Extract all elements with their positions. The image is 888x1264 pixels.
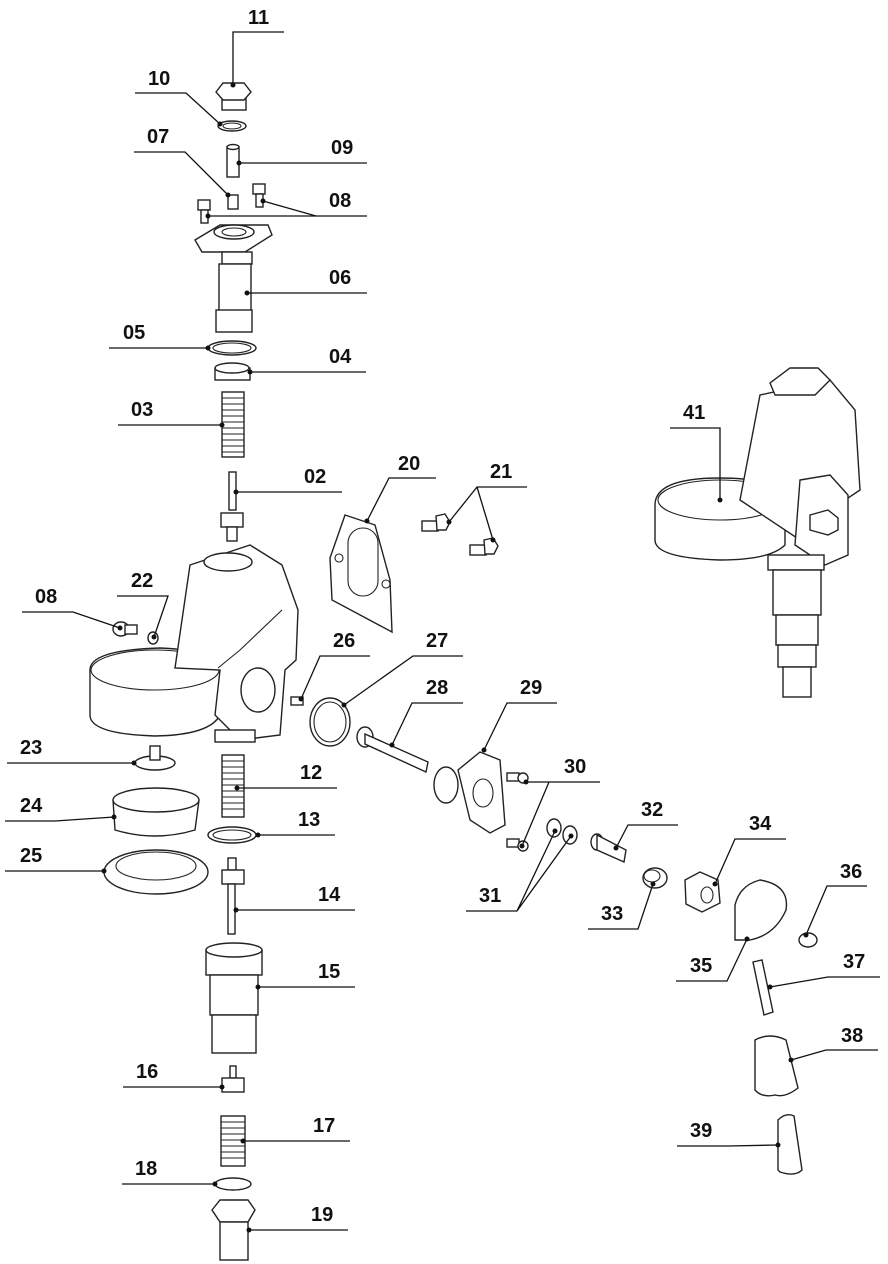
part-39-tip bbox=[777, 1113, 803, 1175]
part-02-stem bbox=[220, 471, 244, 542]
part-38-collet bbox=[754, 1035, 799, 1097]
part-12-spring bbox=[221, 754, 245, 818]
label-38: 38 bbox=[841, 1025, 863, 1047]
label-31: 31 bbox=[479, 885, 501, 907]
part-main-housing bbox=[89, 544, 299, 743]
part-08-bolt-left bbox=[112, 621, 138, 637]
label-24: 24 bbox=[20, 795, 43, 817]
label-21: 21 bbox=[490, 461, 512, 483]
part-20-gasket bbox=[329, 514, 393, 634]
part-14-stem bbox=[221, 857, 245, 935]
part-37-pin bbox=[752, 959, 774, 1016]
part-06-flange-body bbox=[194, 224, 273, 333]
label-34: 34 bbox=[749, 813, 772, 835]
part-36-cap-nut bbox=[798, 932, 818, 948]
label-09: 09 bbox=[331, 137, 353, 159]
label-23: 23 bbox=[20, 737, 42, 759]
label-04: 04 bbox=[329, 346, 352, 368]
part-15-sleeve bbox=[205, 942, 263, 1054]
label-39: 39 bbox=[690, 1120, 712, 1142]
label-27: 27 bbox=[426, 630, 448, 652]
label-03: 03 bbox=[131, 399, 153, 421]
label-19: 19 bbox=[311, 1204, 333, 1226]
label-17: 17 bbox=[313, 1115, 335, 1137]
part-24-cup bbox=[112, 787, 200, 837]
part-03-spring bbox=[221, 391, 245, 458]
label-16: 16 bbox=[136, 1061, 158, 1083]
label-32: 32 bbox=[641, 799, 663, 821]
label-41: 41 bbox=[683, 402, 705, 424]
label-20: 20 bbox=[398, 453, 420, 475]
part-35-cam bbox=[734, 879, 788, 941]
label-08-top: 08 bbox=[329, 190, 351, 212]
label-07: 07 bbox=[147, 126, 169, 148]
part-34-nut bbox=[684, 871, 721, 913]
label-25: 25 bbox=[20, 845, 42, 867]
label-12: 12 bbox=[300, 762, 322, 784]
label-30: 30 bbox=[564, 756, 586, 778]
label-33: 33 bbox=[601, 903, 623, 925]
part-09-pin bbox=[226, 143, 240, 178]
leader-lines bbox=[5, 31, 880, 1233]
part-31-washers bbox=[546, 818, 578, 845]
part-27-o-ring bbox=[309, 697, 351, 747]
part-13-washer bbox=[207, 826, 257, 844]
part-drawings bbox=[89, 82, 861, 1261]
part-23-diaphragm bbox=[134, 745, 176, 771]
label-29: 29 bbox=[520, 677, 542, 699]
part-16-valve bbox=[221, 1065, 245, 1093]
part-18-washer bbox=[214, 1177, 252, 1191]
label-36: 36 bbox=[840, 861, 862, 883]
label-05: 05 bbox=[123, 322, 145, 344]
part-41-assembled-unit bbox=[654, 367, 861, 698]
label-35: 35 bbox=[690, 955, 712, 977]
label-13: 13 bbox=[298, 809, 320, 831]
label-26: 26 bbox=[333, 630, 355, 652]
part-28-shaft bbox=[356, 726, 429, 774]
part-25-ring bbox=[103, 849, 209, 895]
part-04-bushing bbox=[214, 362, 251, 381]
part-21-fittings bbox=[421, 513, 499, 556]
part-07-fitting bbox=[227, 194, 239, 210]
label-10: 10 bbox=[148, 68, 170, 90]
label-28: 28 bbox=[426, 677, 448, 699]
label-11: 11 bbox=[248, 7, 269, 29]
part-32-bushing bbox=[590, 833, 627, 864]
label-02: 02 bbox=[304, 466, 326, 488]
part-26-plug bbox=[290, 696, 304, 706]
part-labels: 11 10 09 07 08 06 05 04 03 02 20 21 08 2… bbox=[20, 7, 865, 1226]
label-06: 06 bbox=[329, 267, 351, 289]
label-08-left: 08 bbox=[35, 586, 57, 608]
label-14: 14 bbox=[318, 884, 341, 906]
label-18: 18 bbox=[135, 1158, 157, 1180]
label-15: 15 bbox=[318, 961, 340, 983]
label-37: 37 bbox=[843, 951, 865, 973]
part-11-hex-cap bbox=[215, 82, 252, 111]
part-19-nut-fitting bbox=[211, 1199, 256, 1261]
part-29-flange bbox=[433, 751, 506, 834]
label-22: 22 bbox=[131, 570, 153, 592]
